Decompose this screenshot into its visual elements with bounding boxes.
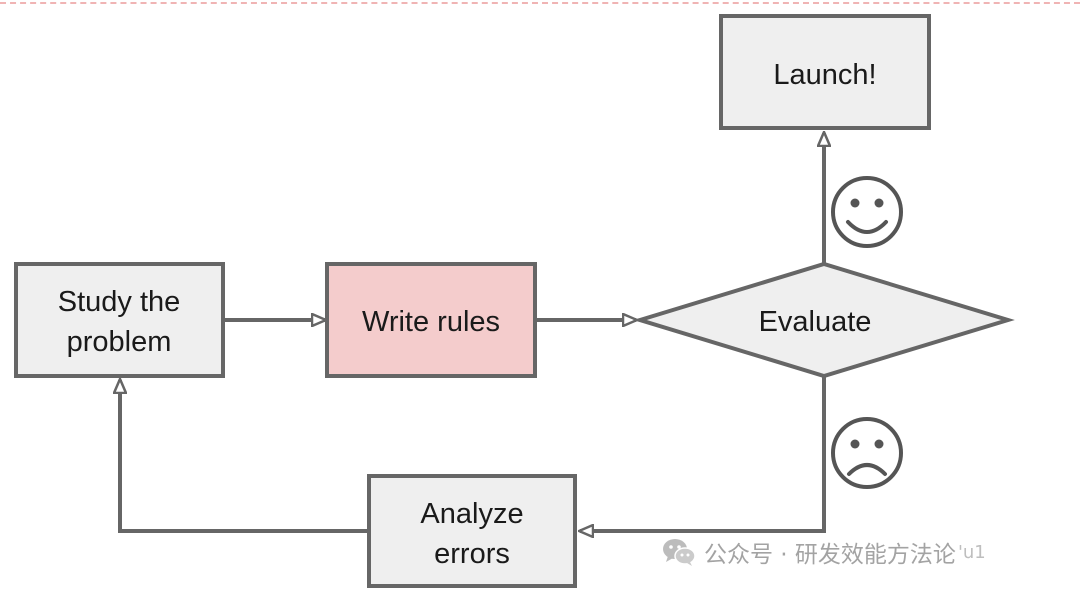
node-write-rules [325,262,537,378]
edge-analyze-to-study [120,380,368,533]
watermark: 公众号 · 研发效能方法论 'u1 [662,535,986,569]
watermark-text: 公众号 · 研发效能方法论 [704,542,956,568]
node-analyze-errors [367,474,577,588]
edge-evaluate-to-analyze [580,376,826,531]
node-launch-label: Launch! [773,59,876,91]
node-evaluate [633,261,1015,379]
wechat-icon [662,537,696,567]
node-study-label-line1: Study the [58,286,181,318]
node-analyze-label-line1: Analyze [420,498,523,530]
node-analyze-label-line2: errors [434,538,510,570]
smiley-sad-icon [831,417,903,489]
node-write-rules-label: Write rules [362,306,500,338]
node-study-problem [14,262,225,378]
top-dashed-divider [0,2,1080,4]
node-evaluate-label: Evaluate [759,306,872,338]
smiley-happy-icon [831,176,903,248]
node-launch [719,14,931,130]
node-study-label-line2: problem [67,326,172,358]
watermark-suffix: 'u1 [957,541,986,563]
